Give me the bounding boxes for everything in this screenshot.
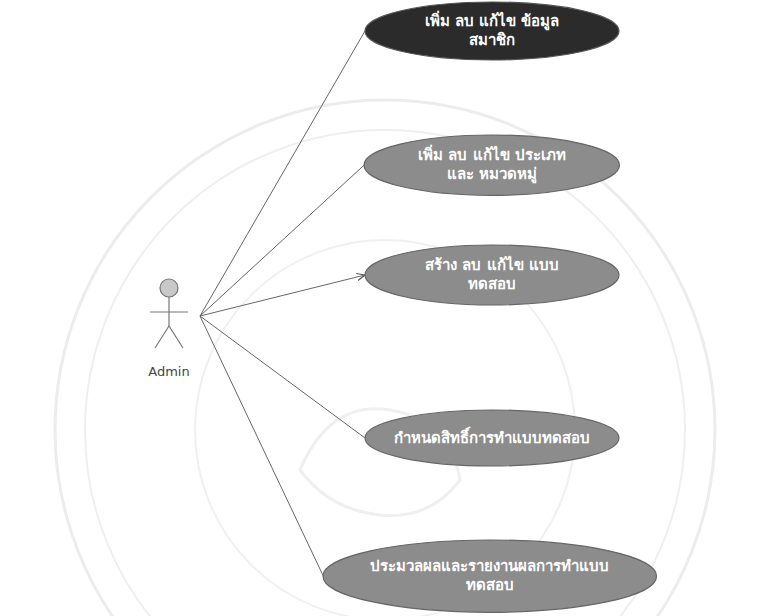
actor-figure: Admin (138, 276, 200, 380)
use-case-ellipse: สร้าง ลบ แก้ไข แบบทดสอบ (364, 244, 620, 306)
use-case-ellipse: เพิ่ม ลบ แก้ไข ประเภท และ หมวดหมู่ (363, 134, 620, 196)
association-line (200, 31, 365, 316)
use-case-label: เพิ่ม ลบ แก้ไข ข้อมูลสมาชิก (417, 12, 567, 50)
actor-name: Admin (138, 364, 200, 380)
use-case-label: เพิ่ม ลบ แก้ไข ประเภท และ หมวดหมู่ (412, 146, 572, 184)
use-case-label: สร้าง ลบ แก้ไข แบบทดสอบ (417, 256, 567, 294)
association-line (200, 275, 365, 316)
association-line (200, 316, 323, 576)
stick-figure (138, 276, 200, 350)
association-line (200, 165, 364, 316)
use-case-label: กำหนดสิทธิ์การทำแบบทดสอบ (394, 429, 590, 448)
use-case-ellipse: เพิ่ม ลบ แก้ไข ข้อมูลสมาชิก (364, 1, 620, 61)
use-case-label: ประมวลผลและรายงานผลการทำแบบทดสอบ (367, 557, 612, 595)
use-case-ellipse: ประมวลผลและรายงานผลการทำแบบทดสอบ (322, 539, 658, 613)
association-line (200, 316, 365, 438)
use-case-ellipse: กำหนดสิทธิ์การทำแบบทดสอบ (364, 409, 620, 467)
